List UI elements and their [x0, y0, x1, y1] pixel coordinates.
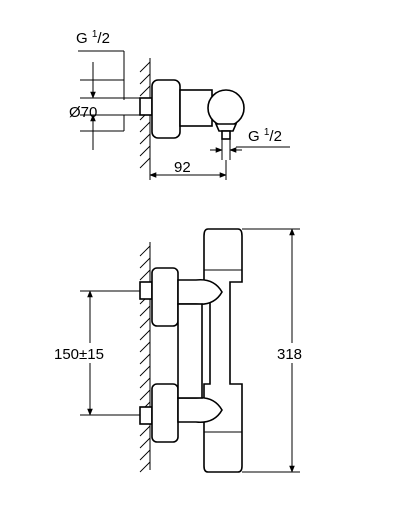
- inlet-spacing-label: 150±15: [54, 346, 104, 363]
- rosette-side: [151, 79, 181, 139]
- wall-front: [139, 242, 151, 473]
- outlet-thread-label: G 1/2: [248, 127, 282, 145]
- side-view: G 1/2 Ø70 G 1/2 92: [69, 29, 290, 180]
- bridge-pipe: [177, 303, 203, 399]
- valve-body-side: [207, 89, 245, 127]
- rosette-diameter-label: Ø70: [69, 104, 97, 121]
- connector-side: [179, 89, 213, 127]
- pipe-stub-side: [139, 97, 153, 116]
- mixer-body-front: [203, 228, 243, 473]
- outlet-nipple-side: [221, 130, 231, 140]
- upper-pipe-stub: [139, 281, 153, 300]
- lower-connector: [177, 396, 223, 424]
- outlet-side: [214, 123, 238, 132]
- front-view: 150±15 318: [50, 228, 310, 473]
- upper-connector: [177, 278, 223, 306]
- projection-label: 92: [174, 159, 191, 176]
- upper-rosette: [151, 267, 179, 327]
- lower-pipe-stub: [139, 406, 153, 425]
- inlet-thread-label: G 1/2: [76, 29, 110, 47]
- total-height-label: 318: [277, 346, 302, 363]
- lower-rosette: [151, 383, 179, 443]
